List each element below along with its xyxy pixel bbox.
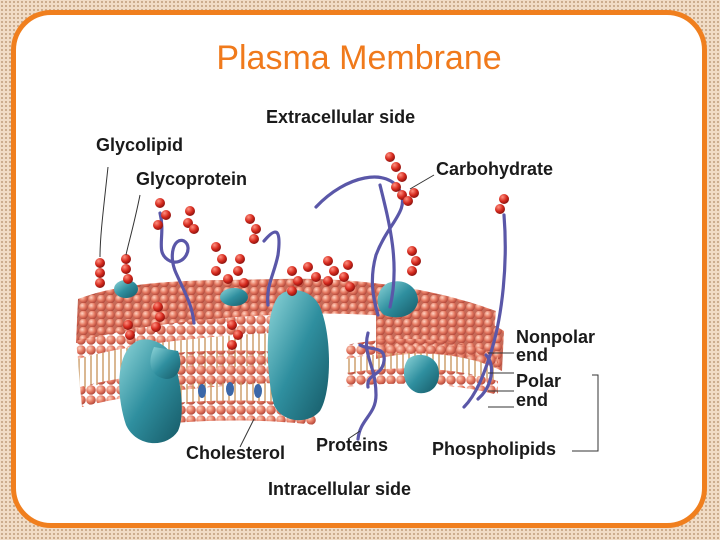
label-nonpolar-end: end [516, 345, 549, 365]
membrane-front-heads-upper [76, 315, 271, 359]
label-polar-end: end [516, 390, 549, 410]
protein-large-center [267, 290, 329, 421]
label-cholesterol: Cholesterol [186, 443, 286, 463]
protein-chains [158, 175, 507, 441]
carbohydrate-chains [95, 152, 509, 350]
label-phospholipids: Phospholipids [432, 439, 556, 459]
leader-lines [99, 166, 599, 452]
protein-small-left [114, 280, 138, 298]
label-polar: Polar [516, 371, 562, 391]
slide-frame: Plasma Membrane [11, 10, 707, 528]
label-intracellular-side: Intracellular side [268, 479, 412, 499]
label-glycolipid: Glycolipid [96, 135, 184, 155]
label-nonpolar: Nonpolar [516, 327, 595, 347]
slide-title: Plasma Membrane [216, 39, 502, 77]
protein-cup [150, 347, 181, 379]
protein-right-lower [403, 354, 440, 394]
membrane-right-heads [346, 339, 498, 367]
plasma-membrane-diagram [76, 152, 599, 452]
cholesterol-group [198, 382, 262, 398]
label-proteins: Proteins [316, 435, 389, 455]
protein-small-center [220, 288, 248, 306]
label-extracellular-side: Extracellular side [266, 107, 416, 127]
label-carbohydrate: Carbohydrate [436, 159, 554, 179]
label-glycoprotein: Glycoprotein [136, 169, 248, 189]
protein-right [377, 281, 418, 318]
